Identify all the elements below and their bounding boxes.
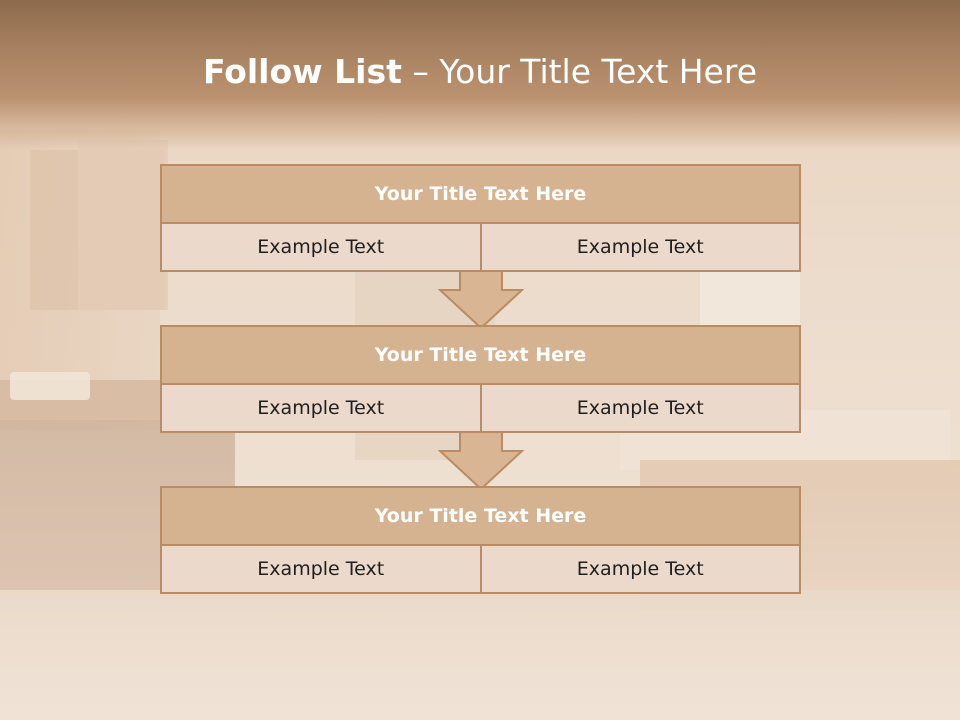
block-cell-right: Example Text (479, 546, 800, 592)
block-cell-left: Example Text (257, 397, 385, 419)
list-block-2: Your Title Text Here Example Text Exampl… (160, 325, 801, 433)
backdrop-mirror (78, 140, 168, 310)
block-cell-right: Example Text (479, 385, 800, 431)
backdrop-towel (10, 372, 90, 400)
block-cell-left: Example Text (257, 236, 385, 258)
list-block-1: Your Title Text Here Example Text Exampl… (160, 164, 801, 272)
block-row: Example Text Example Text (162, 224, 799, 270)
down-arrow-icon (438, 270, 524, 330)
backdrop-floor (0, 590, 960, 720)
block-row: Example Text Example Text (162, 546, 799, 592)
block-title: Your Title Text Here (162, 488, 799, 546)
block-title: Your Title Text Here (162, 166, 799, 224)
block-row: Example Text Example Text (162, 385, 799, 431)
down-arrow-icon (438, 431, 524, 491)
header-band (0, 0, 960, 150)
list-block-3: Your Title Text Here Example Text Exampl… (160, 486, 801, 594)
block-cell-right: Example Text (479, 224, 800, 270)
block-cell-left: Example Text (257, 558, 385, 580)
title-main: Follow List (202, 52, 402, 91)
backdrop-window (700, 270, 800, 330)
title-subtitle: – Your Title Text Here (412, 52, 758, 91)
page-title: Follow List – Your Title Text Here (0, 52, 960, 91)
block-title: Your Title Text Here (162, 327, 799, 385)
